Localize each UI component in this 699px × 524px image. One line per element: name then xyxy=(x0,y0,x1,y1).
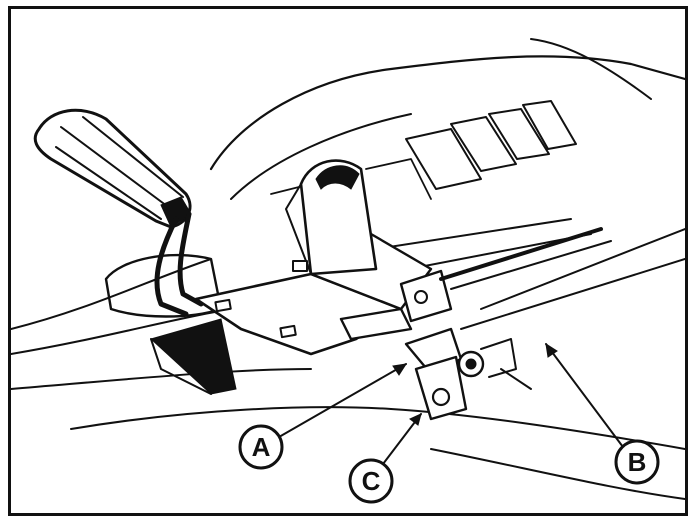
handle-grip xyxy=(33,108,192,229)
mulch-flap xyxy=(285,159,378,276)
callout-c: C xyxy=(348,458,394,504)
callout-leaders xyxy=(278,342,624,465)
callout-b: B xyxy=(614,439,660,485)
deck-vents xyxy=(270,100,577,240)
callout-b-label: B xyxy=(628,447,647,477)
mower-deck-illustration: A C B xyxy=(11,38,685,504)
callout-a: A xyxy=(238,424,284,470)
illustration-frame: A C B xyxy=(8,6,688,516)
latch-bracket xyxy=(399,227,612,421)
callout-c-label: C xyxy=(362,466,381,496)
callout-a-label: A xyxy=(252,432,271,462)
discharge-chute xyxy=(104,253,237,395)
lever-rod xyxy=(154,211,204,317)
